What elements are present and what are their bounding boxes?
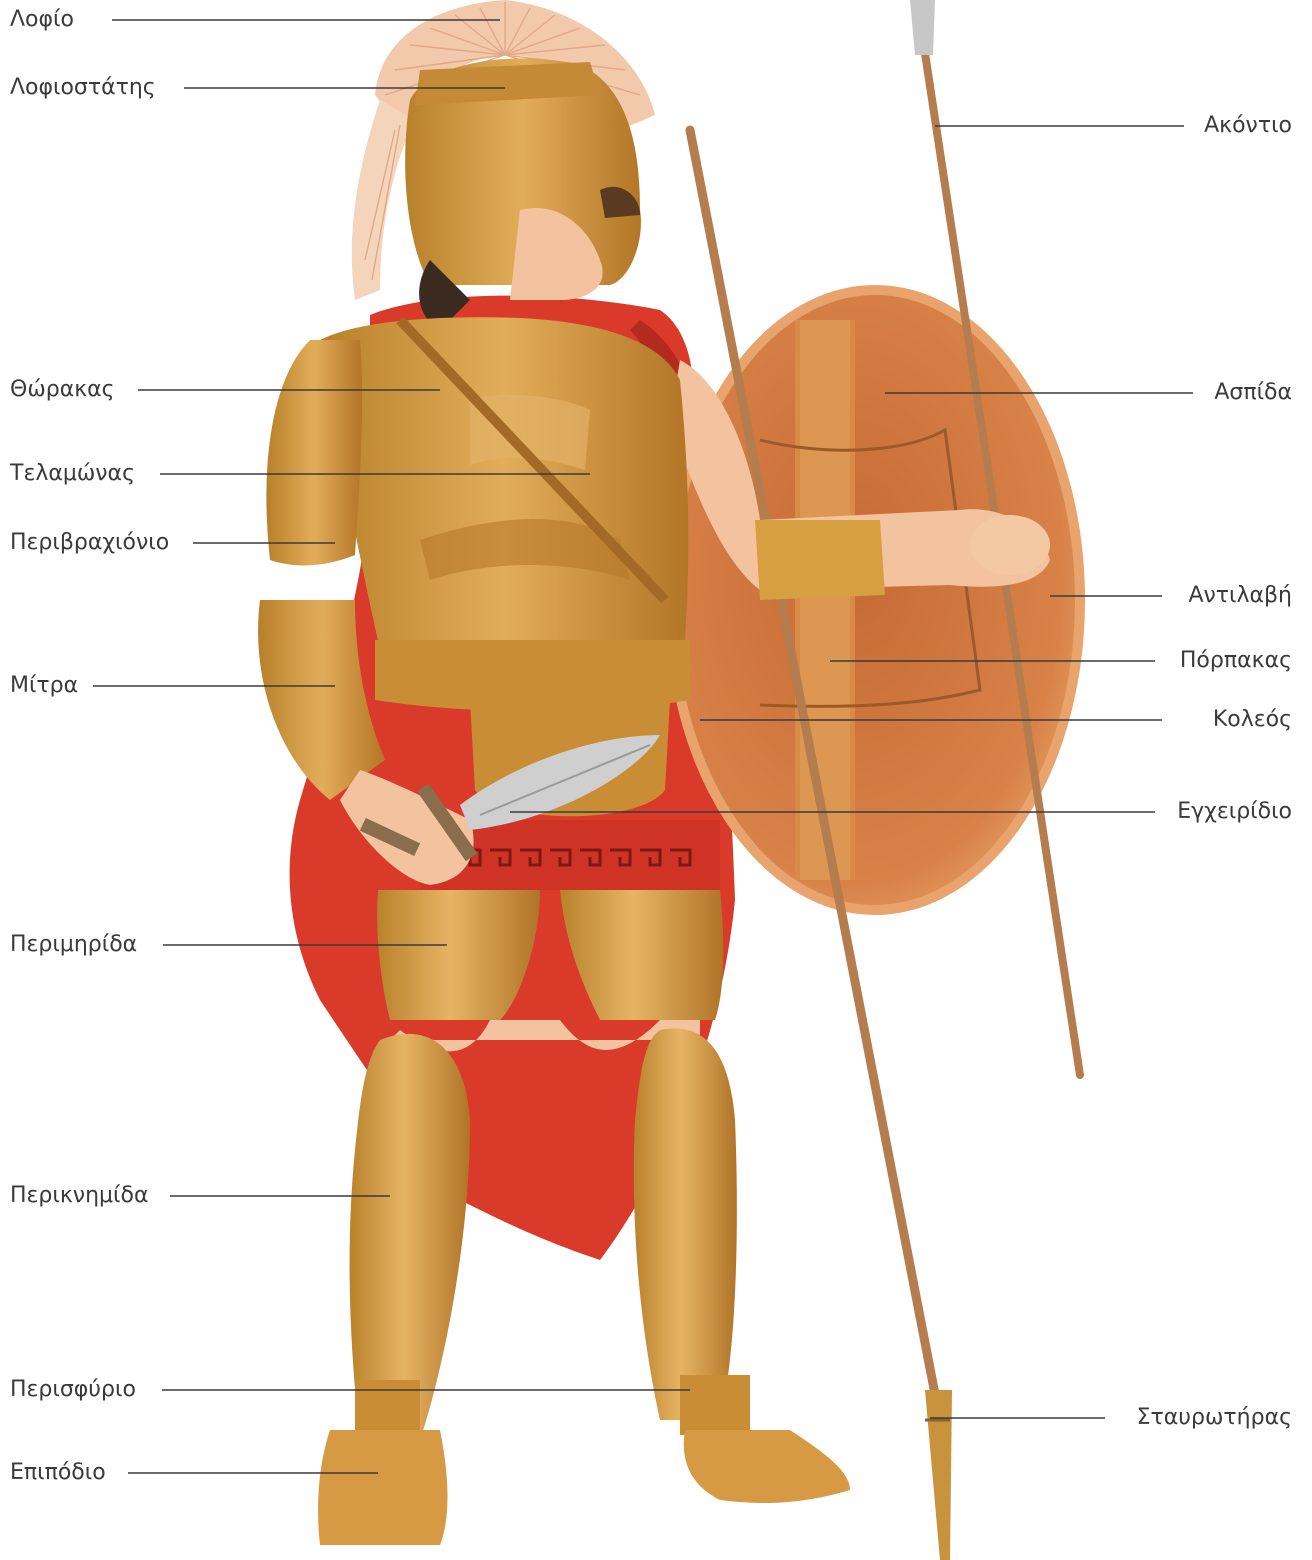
label-mitra: Μίτρα — [10, 673, 78, 699]
shield — [670, 290, 1080, 910]
label-aspida: Ασπίδα — [1214, 380, 1292, 406]
label-lofiostatis: Λοφιοστάτης — [10, 75, 156, 101]
feet — [318, 1375, 850, 1545]
cuirass — [320, 317, 690, 711]
label-perivrachionio: Περιβραχιόνιο — [10, 530, 169, 556]
label-porpakas: Πόρπακας — [1180, 648, 1292, 674]
label-stavrotiras: Σταυρωτήρας — [1137, 1405, 1292, 1431]
label-epipodio: Επιπόδιο — [10, 1460, 106, 1486]
label-egcheiridio: Εγχειρίδιο — [1177, 799, 1292, 825]
label-thorakas: Θώρακας — [10, 377, 115, 403]
label-telamonas: Τελαμώνας — [10, 461, 135, 487]
label-antilavi: Αντιλαβή — [1188, 583, 1292, 609]
label-perisfyrio: Περισφύριο — [10, 1377, 136, 1403]
label-lofio: Λοφίο — [10, 7, 74, 33]
label-akontio: Ακόντιο — [1204, 113, 1292, 139]
helmet — [405, 58, 641, 330]
label-koleos: Κολεός — [1213, 707, 1292, 733]
label-periknimida: Περικνημίδα — [10, 1183, 148, 1209]
label-perimirida: Περιμηρίδα — [10, 932, 137, 958]
